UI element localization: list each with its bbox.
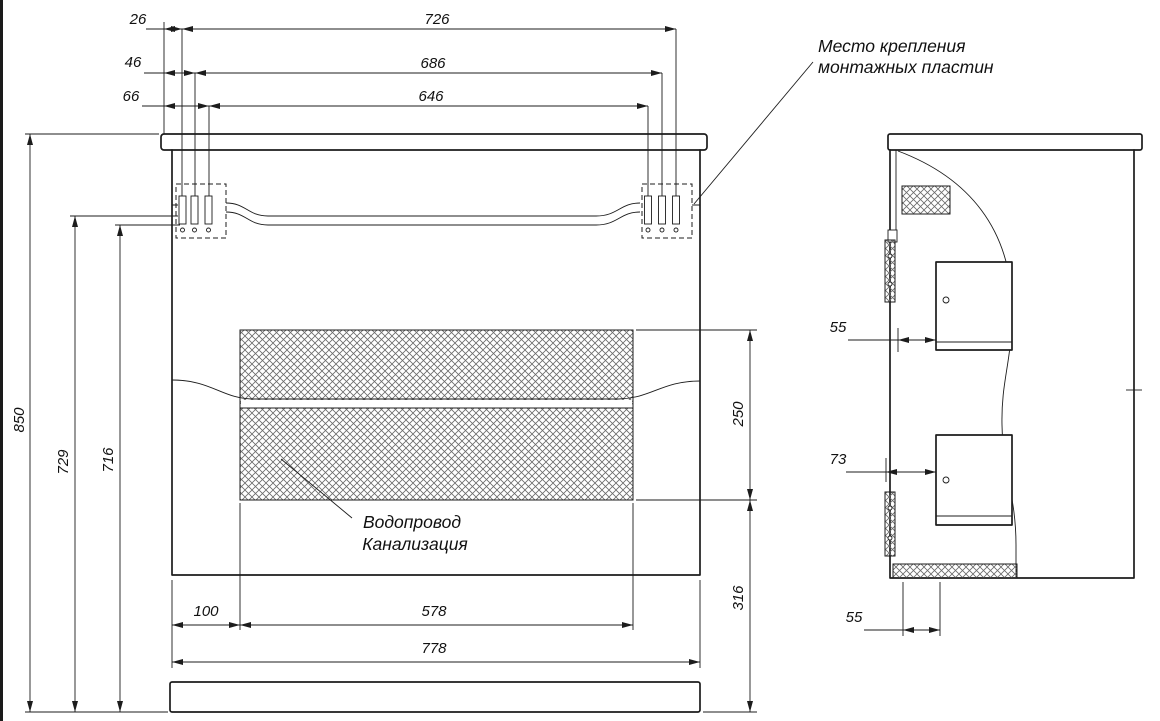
dim-label-46: 46: [125, 54, 142, 71]
front-view: [160, 133, 708, 713]
side-mounting-rail-section: [901, 185, 951, 215]
dim-label-73: 73: [830, 451, 847, 468]
mounting-bracket-right: [641, 183, 693, 239]
dim-label-726: 726: [424, 11, 450, 28]
front-drawer-grooves: [171, 202, 701, 409]
dim-label-716: 716: [100, 447, 117, 473]
dim-label-686: 686: [420, 55, 446, 72]
dim-label-316: 316: [730, 585, 747, 611]
extension-lines-left: [25, 133, 180, 713]
dim-label-578: 578: [421, 603, 447, 620]
side-extension-lines: [885, 328, 941, 636]
side-dimension-tails: [846, 339, 903, 631]
dim-label-250: 250: [730, 401, 747, 428]
side-countertop: [887, 133, 1143, 151]
drawer-gap-mask: [241, 400, 632, 408]
side-drawer-box-top: [935, 261, 1013, 351]
mounting-bracket-left: [175, 183, 227, 239]
dim-label-729: 729: [55, 449, 72, 475]
side-dimensions: 55 73 55: [830, 319, 941, 636]
extension-lines-top: [163, 22, 677, 196]
front-dimensions: 26 726 46 686 66 646 850 729 716 100 578…: [11, 11, 757, 713]
front-countertop: [160, 133, 708, 151]
dim-label-top-55: 55: [830, 319, 847, 336]
dim-label-26: 26: [129, 11, 147, 28]
plumbing-note-line2: Канализация: [362, 534, 468, 554]
dim-label-850: 850: [11, 407, 28, 433]
dim-label-bottom-55: 55: [846, 609, 863, 626]
callouts: Место крепления монтажных пластин Водопр…: [280, 36, 994, 554]
front-bottom-strip: [169, 681, 701, 713]
page-border-left: [0, 0, 3, 721]
mounting-note-line1: Место крепления: [818, 36, 966, 56]
side-back-panel-sections: [884, 239, 896, 557]
dim-label-646: 646: [418, 88, 444, 105]
mounting-note-line2: монтажных пластин: [818, 57, 994, 77]
plumbing-leader-line: [280, 458, 353, 519]
mounting-leader-line: [693, 61, 814, 205]
dim-label-778: 778: [421, 640, 447, 657]
dim-label-100: 100: [193, 603, 219, 620]
side-bottom-panel-section: [892, 563, 1018, 579]
dimension-tails: [142, 28, 164, 107]
extension-lines-right: [636, 329, 757, 713]
plumbing-note-line1: Водопровод: [363, 512, 461, 532]
plumbing-hatch-area: [239, 329, 634, 501]
dim-label-66: 66: [123, 88, 140, 105]
side-view: [884, 133, 1143, 579]
side-drawer-box-bottom: [935, 434, 1013, 526]
front-cabinet-body: [171, 149, 701, 576]
